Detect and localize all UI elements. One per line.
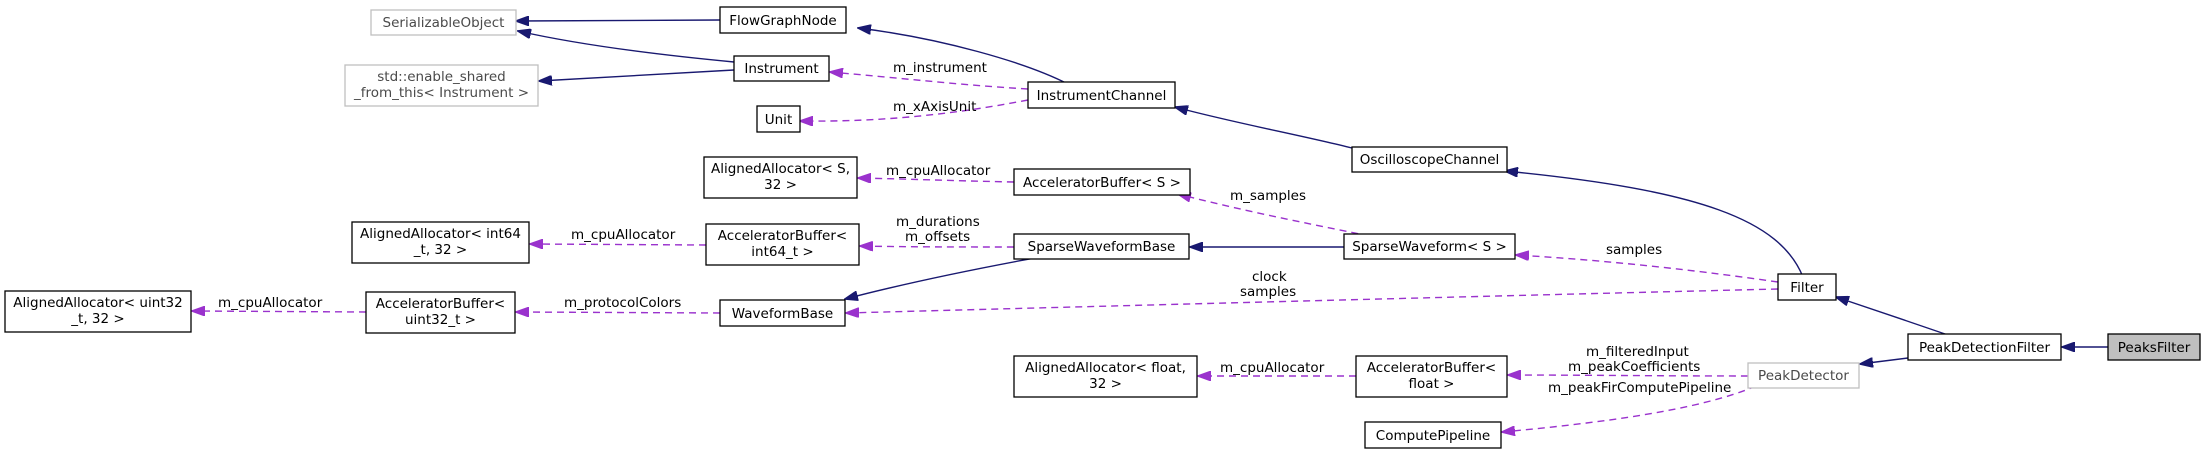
svg-text:Instrument: Instrument xyxy=(744,61,818,77)
svg-text:Unit: Unit xyxy=(765,112,792,128)
label-m-instrument: m_instrument xyxy=(893,60,987,76)
node-instrument[interactable]: Instrument xyxy=(733,55,830,82)
label-m-cpuallocator-int64: m_cpuAllocator xyxy=(571,227,676,243)
svg-text:ComputePipeline: ComputePipeline xyxy=(1376,428,1490,444)
svg-text:AcceleratorBuffer<: AcceleratorBuffer< xyxy=(376,296,505,312)
svg-text:SerializableObject: SerializableObject xyxy=(383,15,505,31)
edge-acceluint32-aligneduint32 xyxy=(192,311,367,312)
edge-instrument-serializableobject xyxy=(518,31,735,63)
svg-text:SparseWaveformBase: SparseWaveformBase xyxy=(1028,239,1176,255)
svg-text:_from_this< Instrument >: _from_this< Instrument > xyxy=(353,85,529,101)
label-m-offsets: m_offsets xyxy=(905,229,970,245)
svg-text:32 >: 32 > xyxy=(1089,376,1122,392)
edge-instrumentchannel-unit xyxy=(800,99,1029,121)
svg-text:AcceleratorBuffer<: AcceleratorBuffer< xyxy=(1367,360,1496,376)
node-peak-detector[interactable]: PeakDetector xyxy=(1747,362,1860,389)
edge-flowgraphnode-serializableobject xyxy=(516,20,721,21)
svg-text:AcceleratorBuffer<: AcceleratorBuffer< xyxy=(718,228,847,244)
label-m-filteredinput: m_filteredInput xyxy=(1586,344,1689,360)
svg-text:int64_t >: int64_t > xyxy=(751,244,813,260)
label-m-protocolcolors: m_protocolColors xyxy=(564,295,681,311)
label-samples-2: samples xyxy=(1240,284,1296,300)
edge-peakdetector-accelfloat xyxy=(1508,375,1749,376)
node-unit[interactable]: Unit xyxy=(756,105,801,133)
label-clock: clock xyxy=(1252,269,1287,285)
svg-text:AcceleratorBuffer< S >: AcceleratorBuffer< S > xyxy=(1023,175,1181,191)
svg-text:_t, 32 >: _t, 32 > xyxy=(70,311,124,327)
node-instrument-channel[interactable]: InstrumentChannel xyxy=(1027,81,1176,109)
svg-text:float >: float > xyxy=(1409,376,1455,392)
edge-peakdetectionfilter-filter xyxy=(1836,297,1949,336)
node-filter[interactable]: Filter xyxy=(1777,273,1837,301)
svg-text:std::enable_shared: std::enable_shared xyxy=(377,69,506,85)
label-m-cpuallocator-uint32: m_cpuAllocator xyxy=(218,295,323,311)
edge-accelint64-alignedint64 xyxy=(530,244,707,245)
svg-text:WaveformBase: WaveformBase xyxy=(732,306,833,322)
svg-text:InstrumentChannel: InstrumentChannel xyxy=(1037,88,1167,104)
label-m-peakcoefficients: m_peakCoefficients xyxy=(1568,359,1700,375)
edge-filter-waveformbase xyxy=(846,288,1779,313)
edge-waveformbase-acceluint32 xyxy=(516,312,721,313)
node-compute-pipeline[interactable]: ComputePipeline xyxy=(1364,421,1502,449)
edge-accels-alignedallocators xyxy=(858,178,1015,182)
label-m-xaxisunit: m_xAxisUnit xyxy=(893,99,976,115)
svg-text:OscilloscopeChannel: OscilloscopeChannel xyxy=(1360,152,1500,168)
node-accelerator-buffer-float[interactable]: AcceleratorBuffer< float > xyxy=(1355,355,1508,398)
edge-instrument-enableshared xyxy=(539,69,735,81)
edge-filter-oscilloscopechannel xyxy=(1505,171,1804,278)
label-m-cpuallocator-s: m_cpuAllocator xyxy=(886,163,991,179)
svg-text:PeakDetector: PeakDetector xyxy=(1758,368,1849,384)
svg-text:PeakDetectionFilter: PeakDetectionFilter xyxy=(1919,340,2051,356)
edge-peakdetectionfilter-peakdetector xyxy=(1860,357,1909,364)
node-oscilloscope-channel[interactable]: OscilloscopeChannel xyxy=(1351,146,1508,173)
edge-sparsewaveformbase-accelint64 xyxy=(860,246,1015,247)
node-enable-shared-from-this[interactable]: std::enable_shared _from_this< Instrumen… xyxy=(344,64,539,107)
node-peak-detection-filter[interactable]: PeakDetectionFilter xyxy=(1907,333,2062,361)
edge-oscilloscopechannel-instrumentchannel xyxy=(1175,107,1353,149)
node-sparse-waveform-base[interactable]: SparseWaveformBase xyxy=(1013,233,1190,260)
node-aligned-allocator-int64[interactable]: AlignedAllocator< int64 _t, 32 > xyxy=(351,221,530,264)
node-aligned-allocator-uint32[interactable]: AlignedAllocator< uint32 _t, 32 > xyxy=(4,290,192,333)
edge-sparsewaveform-accels xyxy=(1178,194,1371,237)
node-waveform-base[interactable]: WaveformBase xyxy=(719,299,846,327)
node-peaks-filter[interactable]: PeaksFilter xyxy=(2107,333,2201,361)
svg-text:AlignedAllocator< int64: AlignedAllocator< int64 xyxy=(360,226,521,242)
svg-text:32 >: 32 > xyxy=(764,177,797,193)
edge-instrumentchannel-instrument xyxy=(830,72,1029,90)
node-accelerator-buffer-int64[interactable]: AcceleratorBuffer< int64_t > xyxy=(705,223,860,266)
svg-text:PeaksFilter: PeaksFilter xyxy=(2118,340,2191,356)
label-m-samples: m_samples xyxy=(1230,188,1306,204)
edge-peakdetector-computepipeline xyxy=(1502,385,1757,432)
label-samples: samples xyxy=(1606,242,1662,258)
svg-text:AlignedAllocator< float,: AlignedAllocator< float, xyxy=(1025,360,1186,376)
label-m-cpuallocator-float: m_cpuAllocator xyxy=(1220,360,1325,376)
node-aligned-allocator-float[interactable]: AlignedAllocator< float, 32 > xyxy=(1013,355,1198,398)
svg-text:SparseWaveform< S >: SparseWaveform< S > xyxy=(1352,239,1507,255)
label-m-durations: m_durations xyxy=(896,214,980,230)
svg-text:Filter: Filter xyxy=(1790,280,1824,296)
node-accelerator-buffer-uint32[interactable]: AcceleratorBuffer< uint32_t > xyxy=(365,291,516,334)
edge-filter-sparsewaveform xyxy=(1516,255,1779,283)
svg-text:AlignedAllocator< uint32: AlignedAllocator< uint32 xyxy=(13,295,182,311)
svg-text:uint32_t >: uint32_t > xyxy=(405,312,476,328)
node-accelerator-buffer-s[interactable]: AcceleratorBuffer< S > xyxy=(1013,168,1191,196)
svg-text:AlignedAllocator< S,: AlignedAllocator< S, xyxy=(711,161,850,177)
svg-text:_t, 32 >: _t, 32 > xyxy=(413,242,467,258)
node-serializable-object[interactable]: SerializableObject xyxy=(370,9,517,36)
label-m-peakfircomputepipeline: m_peakFirComputePipeline xyxy=(1548,380,1731,396)
node-aligned-allocator-s[interactable]: AlignedAllocator< S, 32 > xyxy=(703,156,858,199)
edge-instrumentchannel-flowgraphnode xyxy=(858,28,1069,85)
node-sparse-waveform-s[interactable]: SparseWaveform< S > xyxy=(1343,233,1516,260)
svg-text:FlowGraphNode: FlowGraphNode xyxy=(729,13,836,29)
edge-sparsewaveformbase-waveformbase xyxy=(845,256,1041,299)
node-flow-graph-node[interactable]: FlowGraphNode xyxy=(719,6,847,34)
